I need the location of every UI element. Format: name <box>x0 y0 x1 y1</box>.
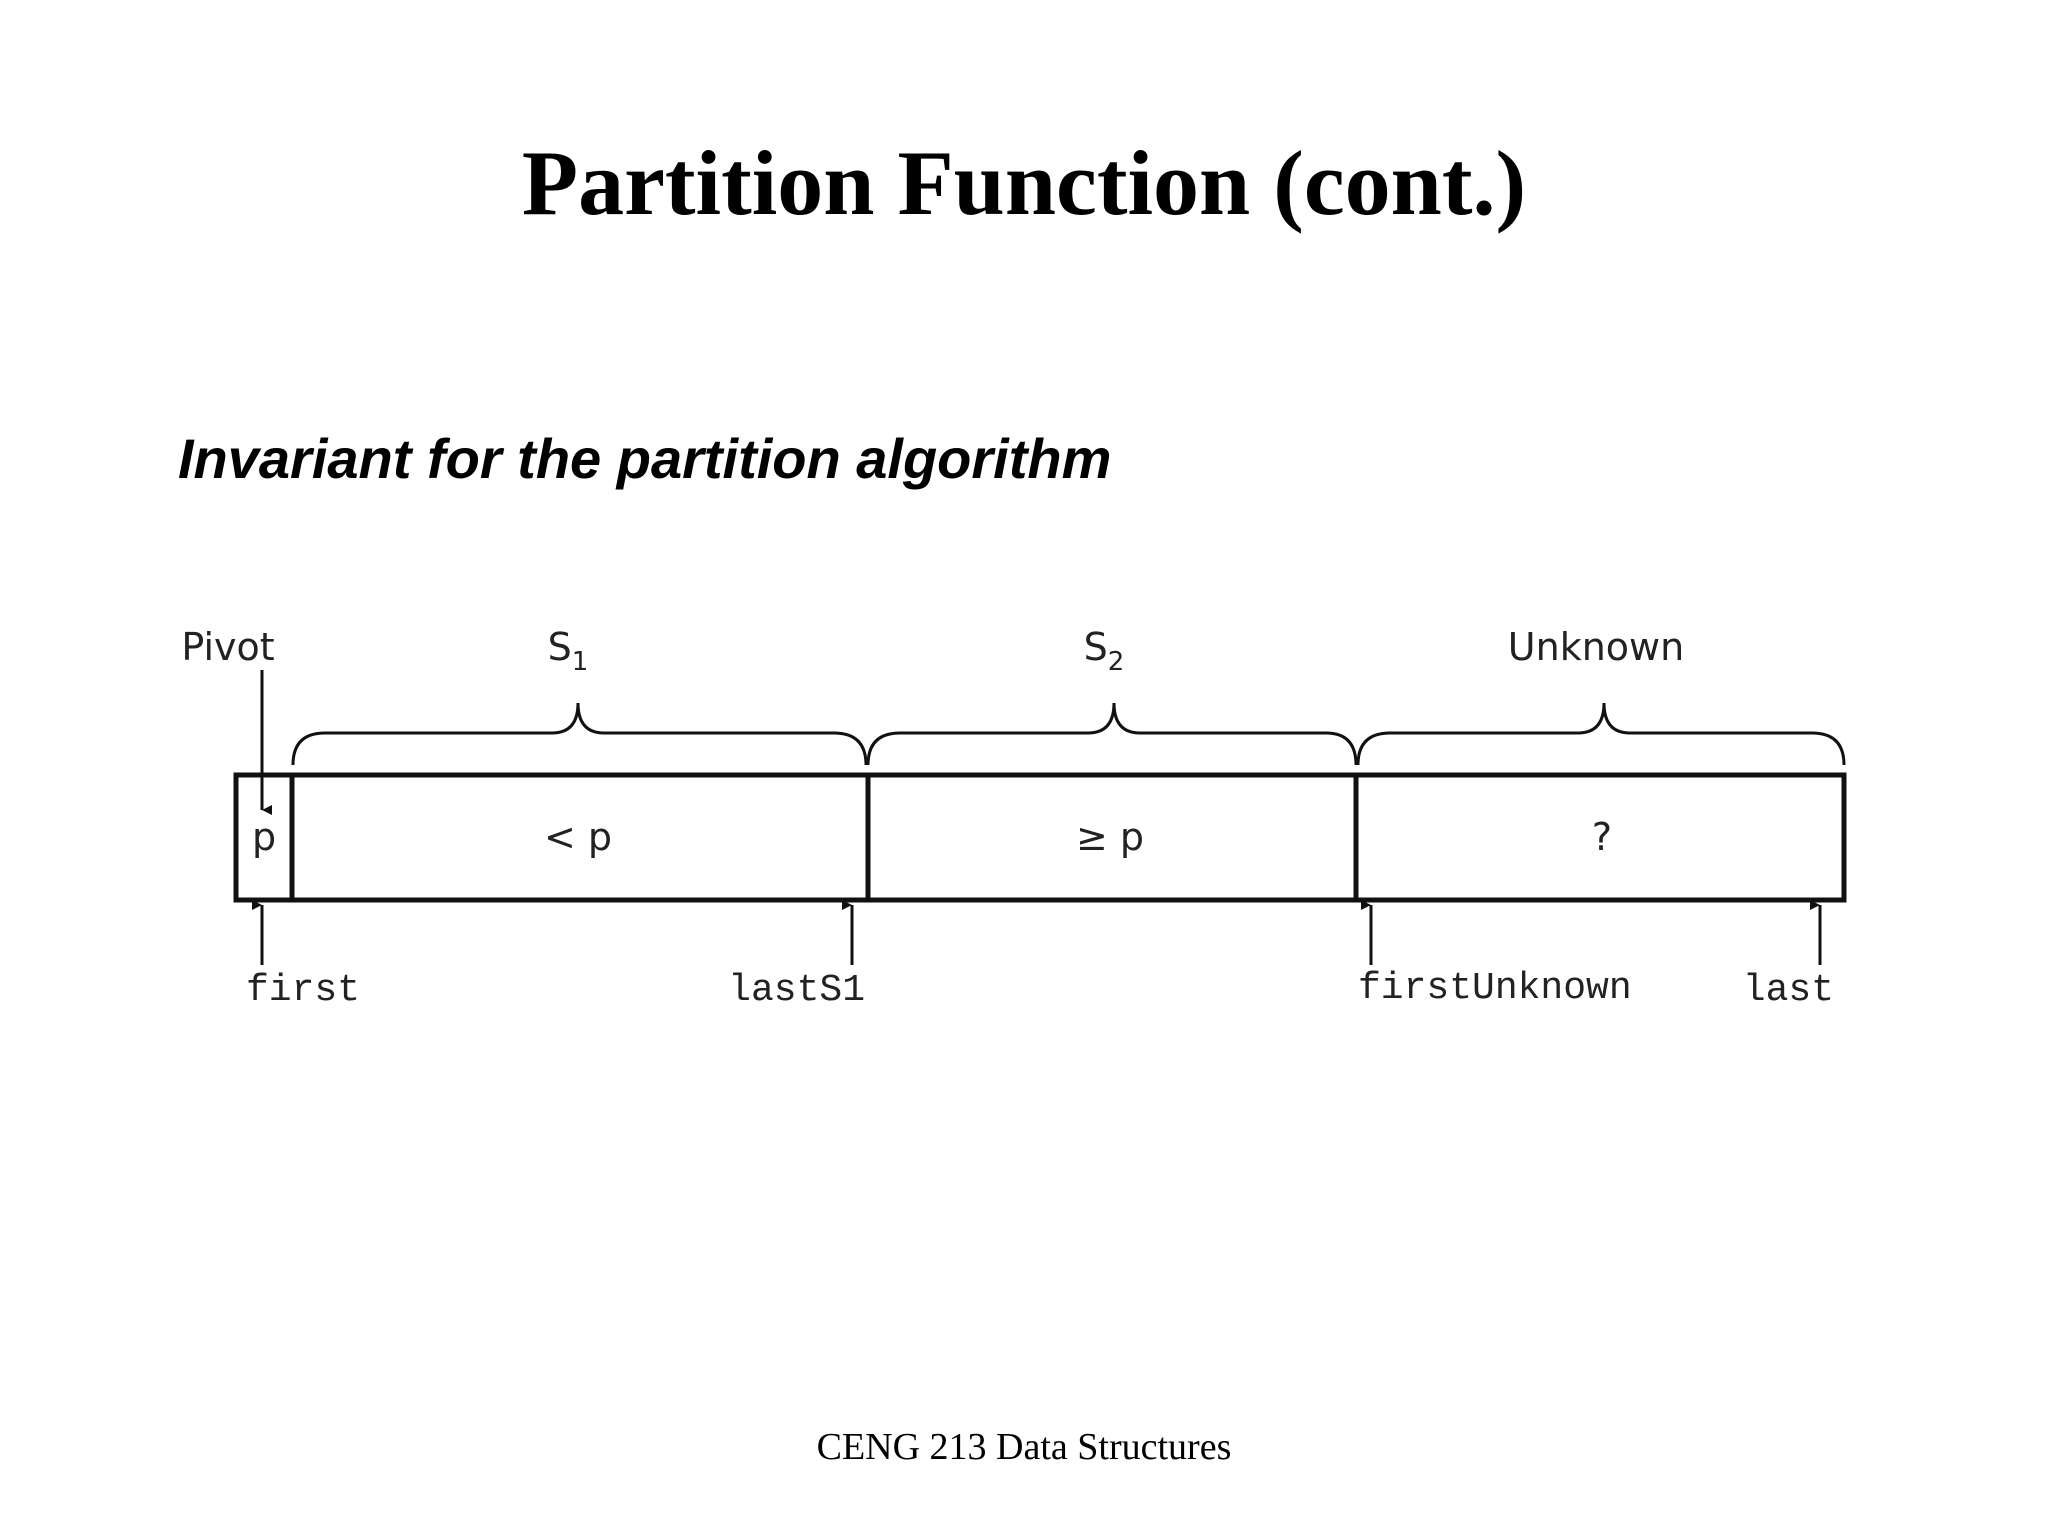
s1-label-subscript: 1 <box>572 647 589 677</box>
unknown-cell-text: ? <box>1592 815 1612 859</box>
s2-cell-text: ≥ p <box>1076 815 1144 859</box>
first-label: first <box>246 969 360 1012</box>
s2-label: S2 <box>1084 625 1125 677</box>
s2-label-subscript: 2 <box>1108 647 1125 677</box>
s1-label-main: S <box>548 625 572 669</box>
s2-brace <box>866 702 1358 766</box>
firstUnknown-label: firstUnknown <box>1358 967 1632 1010</box>
slide-footer: CENG 213 Data Structures <box>816 1426 1232 1468</box>
last-label: last <box>1743 969 1834 1012</box>
pivot-cell-text: p <box>252 815 276 859</box>
unknown-brace <box>1356 702 1846 766</box>
slide-subtitle: Invariant for the partition algorithm <box>178 427 1112 490</box>
slide-title: Partition Function (cont.) <box>521 132 1527 234</box>
array-outline <box>233 772 1847 903</box>
s1-brace <box>291 702 868 766</box>
s1-label: S1 <box>548 625 589 677</box>
lastS1-label: lastS1 <box>728 969 865 1012</box>
s1-cell-text: < p <box>544 815 612 859</box>
unknown-label: Unknown <box>1508 625 1684 669</box>
pivot-label: Pivot <box>181 625 274 669</box>
s2-label-main: S <box>1084 625 1108 669</box>
